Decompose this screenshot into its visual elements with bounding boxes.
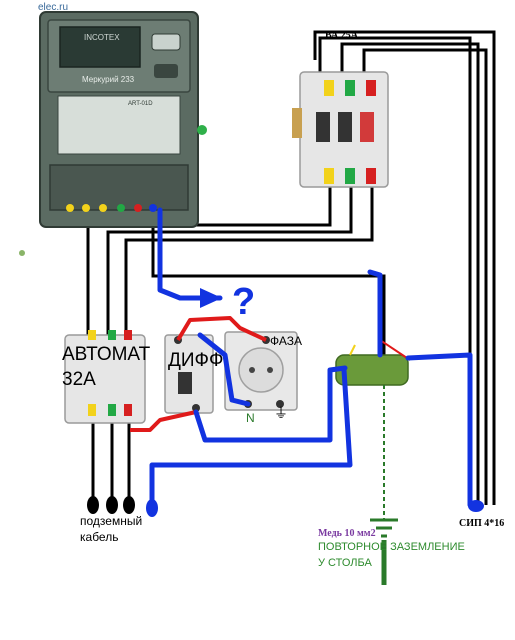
cable-end-2 bbox=[106, 496, 118, 514]
meter-button bbox=[151, 33, 181, 51]
automat-32a bbox=[64, 330, 146, 424]
watermark: elec.ru bbox=[38, 2, 68, 13]
diff-lever bbox=[178, 372, 192, 394]
meter-terminal-2 bbox=[82, 204, 90, 212]
input-breaker bbox=[292, 71, 389, 188]
cable-end-1 bbox=[87, 496, 99, 514]
breaker-lever-3 bbox=[360, 112, 374, 142]
blue-bus-to-bottom bbox=[149, 367, 353, 513]
sip-wire-1 bbox=[86, 186, 332, 335]
bus-bar-red-tap bbox=[379, 339, 411, 361]
question-mark: ? bbox=[232, 281, 255, 323]
underground-cable-ends bbox=[87, 496, 158, 517]
breaker-top-term-1 bbox=[324, 80, 334, 96]
socket bbox=[224, 331, 298, 411]
ground-conductor bbox=[370, 385, 398, 585]
red-wires bbox=[130, 316, 267, 432]
sip-wire-4 bbox=[318, 36, 472, 505]
meter-lcd bbox=[59, 26, 141, 68]
underground-label-line2: кабель bbox=[80, 530, 118, 544]
copper-label: Медь 10 мм2 bbox=[318, 528, 376, 539]
meter-terminal-3 bbox=[99, 204, 107, 212]
sip-cable-end bbox=[468, 500, 484, 512]
socket-pin-1 bbox=[249, 367, 255, 373]
diff-term-bottom bbox=[192, 404, 200, 412]
breaker-bot-term-2 bbox=[345, 168, 355, 184]
meter-terminal-5 bbox=[134, 204, 142, 212]
reground-label-line1: ПОВТОРНОЕ ЗАЗЕМЛЕНИЕ bbox=[318, 541, 465, 553]
energy-meter bbox=[39, 11, 207, 228]
black-wires bbox=[66, 30, 496, 505]
underground-label-line1: подземный bbox=[80, 514, 142, 528]
breaker-side-mount bbox=[292, 108, 302, 138]
meter-seal bbox=[197, 125, 207, 135]
direction-arrow-icon bbox=[200, 288, 222, 308]
automat-term-bot-1 bbox=[88, 404, 96, 416]
automat-term-top-2 bbox=[108, 330, 116, 340]
meter-model: Меркурий 233 bbox=[82, 75, 135, 84]
ground-symbol-label: ⏚ bbox=[274, 406, 288, 422]
blue-wires bbox=[149, 207, 473, 513]
bus-bar bbox=[335, 339, 411, 386]
blue-diff-loop bbox=[193, 365, 348, 443]
red-diff-to-socket bbox=[176, 316, 267, 342]
reground-label-line2: У СТОЛБА bbox=[318, 557, 372, 569]
breaker-rating-label: ВА 25А bbox=[325, 30, 359, 41]
breaker-top-term-3 bbox=[366, 80, 376, 96]
ground-electrode-icon bbox=[370, 518, 398, 538]
meter-terminal-4 bbox=[117, 204, 125, 212]
breaker-bot-term-1 bbox=[324, 168, 334, 184]
meter-terminal-6 bbox=[149, 204, 157, 212]
automat-label-line2: 32А bbox=[62, 369, 96, 390]
automat-body bbox=[64, 334, 146, 424]
socket-term-pe bbox=[276, 400, 284, 408]
breaker-lever-2 bbox=[338, 112, 352, 142]
breaker-top-term-2 bbox=[345, 80, 355, 96]
sip-wire-2 bbox=[106, 186, 353, 335]
meter-terminal-block bbox=[49, 164, 189, 211]
cable-end-3 bbox=[123, 496, 135, 514]
automat-term-top-3 bbox=[124, 330, 132, 340]
bus-bar-yellow-tap bbox=[349, 344, 356, 356]
decorative-dot bbox=[19, 250, 25, 256]
automat-term-bot-3 bbox=[124, 404, 132, 416]
phase-label: ФАЗА bbox=[270, 334, 302, 348]
sip-wire-6 bbox=[362, 48, 488, 505]
sip-wire-5 bbox=[340, 42, 480, 505]
sip-wire-7 bbox=[313, 30, 496, 505]
automat-term-top-1 bbox=[88, 330, 96, 340]
red-automat-to-diff bbox=[130, 410, 197, 432]
blue-bus-right bbox=[405, 352, 473, 508]
meter-plate-model: ART-01D bbox=[128, 101, 153, 107]
blue-bus-top bbox=[367, 269, 383, 358]
blue-socket-n bbox=[197, 332, 251, 407]
breaker-bot-term-3 bbox=[366, 168, 376, 184]
diff-label: ДИФФ bbox=[168, 350, 223, 371]
meter-terminal-1 bbox=[66, 204, 74, 212]
automat-term-bot-2 bbox=[108, 404, 116, 416]
meter-nameplate bbox=[57, 95, 181, 155]
socket-face bbox=[238, 347, 284, 393]
meter-port bbox=[154, 64, 178, 78]
cable-end-4 bbox=[146, 499, 158, 517]
meter-to-bus-wire bbox=[151, 210, 386, 355]
sip-label: СИП 4*16 bbox=[459, 518, 504, 529]
breaker-lever-1 bbox=[316, 112, 330, 142]
neutral-label: N bbox=[246, 411, 255, 425]
diff-breaker bbox=[164, 334, 214, 414]
sip-wire-3 bbox=[124, 186, 374, 335]
automat-label-line1: АВТОМАТ bbox=[62, 344, 151, 365]
meter-brand: INCOTEX bbox=[84, 33, 120, 42]
socket-pin-2 bbox=[267, 367, 273, 373]
